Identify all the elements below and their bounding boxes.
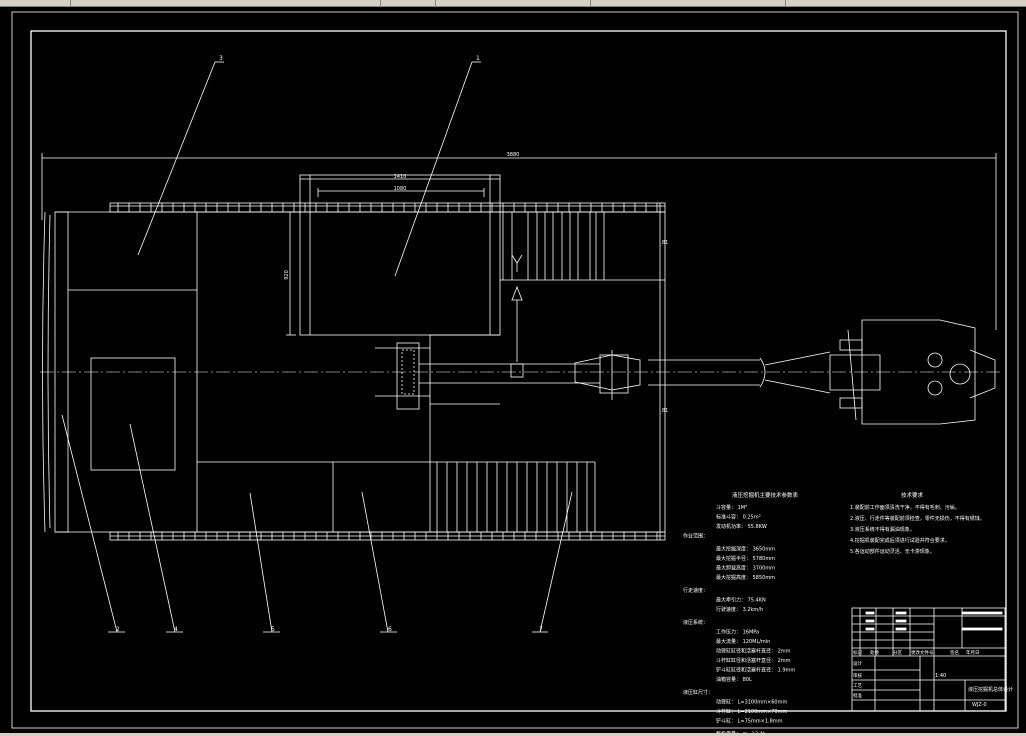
- tb-drawing-number: WJZ-0: [972, 702, 987, 708]
- balloon-1: 1: [476, 55, 480, 62]
- right-dim-lower: 81: [662, 408, 668, 414]
- param-line: 液压缸尺寸：: [683, 689, 713, 696]
- tb-scale: 1:40: [935, 673, 946, 679]
- leader-lines: [61, 61, 573, 633]
- balloon-3: 3: [219, 55, 223, 62]
- balloon-2: 2: [116, 626, 120, 633]
- tb-header-4: 签名: [950, 649, 959, 656]
- param-line: 动臂缸： L=3100mm×60mm: [716, 699, 787, 706]
- boom-assembly: [574, 350, 831, 400]
- toolbar-separator: [785, 0, 786, 6]
- hood-dim-outer: 1410: [394, 174, 407, 180]
- toolbar-separator: [590, 0, 591, 6]
- param-line: 最大牵引力： 75.4KN: [716, 597, 766, 604]
- tech-line: 1.装配前工作面须清洗干净，不得有毛刺、污垢。: [850, 504, 960, 511]
- toolbar-separator: [70, 0, 71, 6]
- param-line: 动臂缸缸径和活塞杆直径： 2mm: [716, 648, 791, 655]
- right-dim-upper: 81: [662, 240, 668, 246]
- tb-header-5: 年月日: [966, 649, 980, 656]
- param-line: 作业范围：: [683, 533, 708, 540]
- title-block-text: 标记 处数 分区 更改文件号 签名 年月日 设计 审核 工艺 批准 1:40 液…: [853, 649, 1013, 708]
- params-list: 斗容量： 1M³ 标准斗容： 0.25m³ 发动机功率： 55.8KW 作业范围： 最…: [683, 504, 795, 736]
- tech-line: 3.液压系统不得有漏油现象。: [850, 526, 915, 533]
- param-line: 斗杆缸： L=2100mm×70mm: [716, 708, 787, 715]
- engine-hood: [299, 174, 501, 336]
- lower-track-links: [436, 462, 588, 532]
- toolbar: [0, 0, 1026, 7]
- counterweight: [90, 357, 176, 471]
- param-line: 最大流量： 120ML/min: [716, 638, 770, 645]
- tb-role-0: 设计: [853, 660, 862, 667]
- balloon-7: 7: [539, 626, 543, 633]
- param-line: 行走速度：: [683, 587, 708, 594]
- track-top-ticks: [117, 203, 658, 212]
- param-line: 液压系统：: [683, 619, 708, 626]
- overall-dimension: 3880: [41, 152, 997, 330]
- bucket-assembly: [829, 319, 996, 425]
- view-arrow: [510, 254, 524, 378]
- toolbar-separator: [435, 0, 436, 6]
- hood-dimensions: 1410 1080 920: [284, 174, 500, 336]
- param-line: 最大挖掘半径： 5780mm: [716, 555, 775, 562]
- tech-requirements: 技术要求 1.装配前工作面须清洗干净，不得有毛刺、污垢。 2.液压、行走件等装配前…: [850, 491, 985, 555]
- param-line: 铲斗缸： L=75mm×1.8mm: [716, 718, 783, 725]
- tb-role-3: 批准: [853, 692, 862, 699]
- outer-frame: [11, 11, 1019, 729]
- param-line: 铲斗缸缸径和活塞杆直径： 1.9mm: [716, 667, 795, 674]
- hood-dim-vertical: 920: [284, 270, 290, 280]
- hood-dim-inner: 1080: [394, 186, 407, 192]
- upper-track-links: [502, 212, 605, 280]
- param-line: 行驶速度： 3.2km/h: [716, 606, 763, 613]
- tb-header-3: 更改文件号: [911, 649, 934, 656]
- cad-viewport[interactable]: 3880: [0, 7, 1026, 736]
- param-line: 油箱容量： 80L: [716, 676, 752, 683]
- balloon-6: 6: [388, 626, 392, 633]
- track-bottom-ticks: [117, 532, 658, 540]
- track-top: [109, 202, 666, 213]
- param-line: 最大挖掘高度： 5850mm: [716, 574, 775, 581]
- param-line: 工作压力： 16MPa: [716, 629, 759, 636]
- tech-line: 2.液压、行走件等装配前须检查，零件无损伤，不得有锈蚀。: [850, 515, 985, 522]
- param-line: 最大挖掘深度： 3650mm: [716, 546, 775, 553]
- param-line: 标准斗容： 0.25m³: [716, 514, 761, 521]
- param-line: 斗杆缸缸径和活塞杆直径： 2mm: [716, 657, 791, 664]
- tech-list: 1.装配前工作面须清洗干净，不得有毛刺、污垢。 2.液压、行走件等装配前须检查，零…: [850, 504, 985, 555]
- right-dimension: 81 81: [659, 203, 668, 540]
- balloon-4: 4: [174, 626, 178, 633]
- status-strip: [0, 733, 1026, 736]
- tb-header-2: 分区: [893, 649, 902, 656]
- drawing-canvas[interactable]: 3880: [0, 7, 1026, 736]
- swivel-joint: [375, 342, 600, 410]
- balloon-numbers: 3 1 2 4 5 6 7: [116, 55, 543, 633]
- parameters-notes: 液压挖掘机主要技术参数表 斗容量： 1M³ 标准斗容： 0.25m³ 发动机功率： …: [683, 491, 799, 736]
- param-line: 发动机功率： 55.8KW: [716, 523, 767, 530]
- tb-drawing-name: 液压挖掘机总体设计: [968, 686, 1013, 693]
- tech-line: 5.各运动部件运动灵活、无卡滞现象。: [850, 548, 935, 555]
- tb-role-1: 审核: [853, 672, 862, 679]
- title-block: [851, 607, 1006, 712]
- track-bottom: [109, 531, 666, 541]
- param-line: 斗容量： 1M³: [716, 504, 747, 511]
- overall-dim-text: 3880: [507, 152, 520, 158]
- tb-header-1: 处数: [870, 649, 879, 656]
- params-title: 液压挖掘机主要技术参数表: [732, 491, 799, 499]
- inner-frame: [30, 30, 1007, 712]
- toolbar-separator: [380, 0, 381, 6]
- balloon-5: 5: [271, 626, 275, 633]
- tech-line: 4.挖掘机装配完成后须进行试验并符合要求。: [850, 537, 950, 544]
- tech-title: 技术要求: [901, 491, 924, 499]
- tb-role-2: 工艺: [853, 683, 862, 689]
- tb-header-0: 标记: [853, 649, 862, 656]
- param-line: 最大卸载高度： 3700mm: [716, 565, 775, 572]
